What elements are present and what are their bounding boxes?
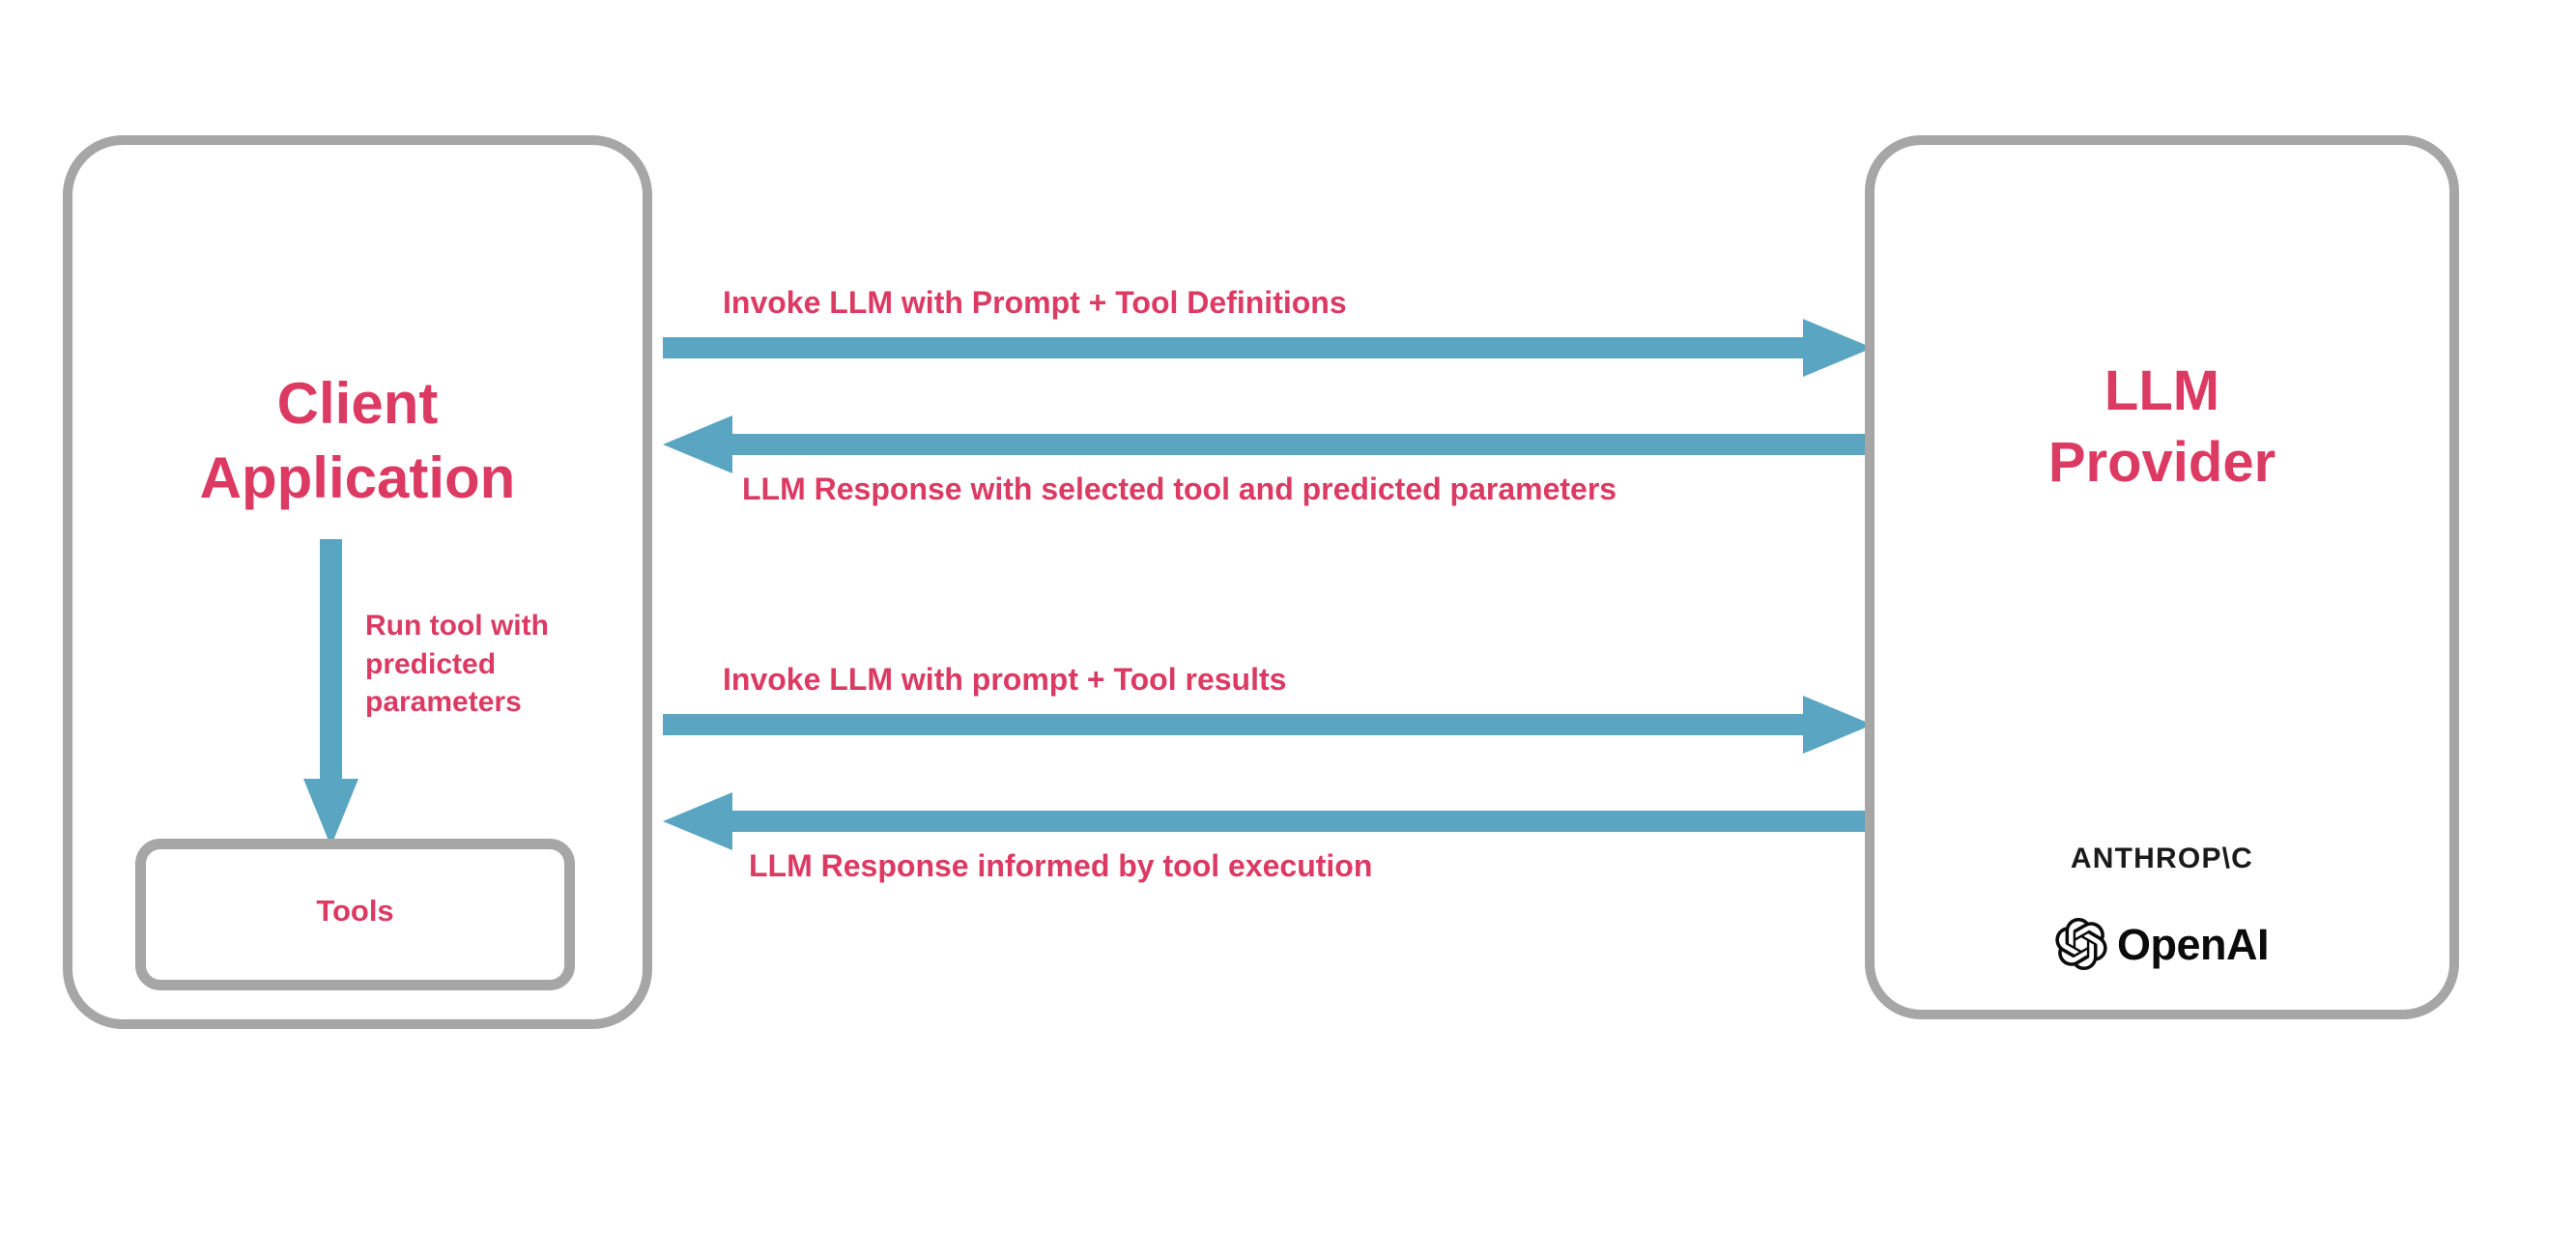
openai-logo: OpenAI xyxy=(1894,918,2430,970)
invoke-llm-prompt-tool-definitions-label: Invoke LLM with Prompt + Tool Definition… xyxy=(723,285,1347,320)
llm-provider-title: LLM Provider xyxy=(1894,356,2430,499)
llm-response-selected-tool-label: LLM Response with selected tool and pred… xyxy=(742,472,1617,506)
tools-box xyxy=(135,839,575,990)
anthropic-logo: ANTHROP\C xyxy=(2070,843,2254,874)
llm-provider-title-line1: LLM xyxy=(2104,359,2220,422)
llm-provider-box xyxy=(1865,135,2459,1019)
llm-response-informed-by-tool-execution-label: LLM Response informed by tool execution xyxy=(749,848,1373,883)
invoke-llm-prompt-tool-results-label: Invoke LLM with prompt + Tool results xyxy=(723,662,1287,697)
invoke-llm-prompt-tool-definitions-arrow-icon xyxy=(663,319,1873,377)
run-tool-arrow-icon xyxy=(303,539,358,846)
invoke-llm-prompt-tool-results-arrow-icon xyxy=(663,696,1873,754)
run-tool-arrow-label: Run tool with predicted parameters xyxy=(365,610,549,719)
llm-provider-title-line2: Provider xyxy=(2047,431,2276,495)
client-application-title: Client Application xyxy=(92,367,623,516)
tools-label: Tools xyxy=(316,894,394,928)
openai-wordmark: OpenAI xyxy=(2116,919,2270,969)
openai-mark-icon xyxy=(2055,918,2107,970)
llm-response-informed-by-tool-execution-arrow-icon xyxy=(663,792,1873,850)
client-application-title-line1: Client xyxy=(276,371,439,436)
client-application-title-line2: Application xyxy=(199,444,516,510)
llm-response-selected-tool-arrow-icon xyxy=(663,415,1873,473)
